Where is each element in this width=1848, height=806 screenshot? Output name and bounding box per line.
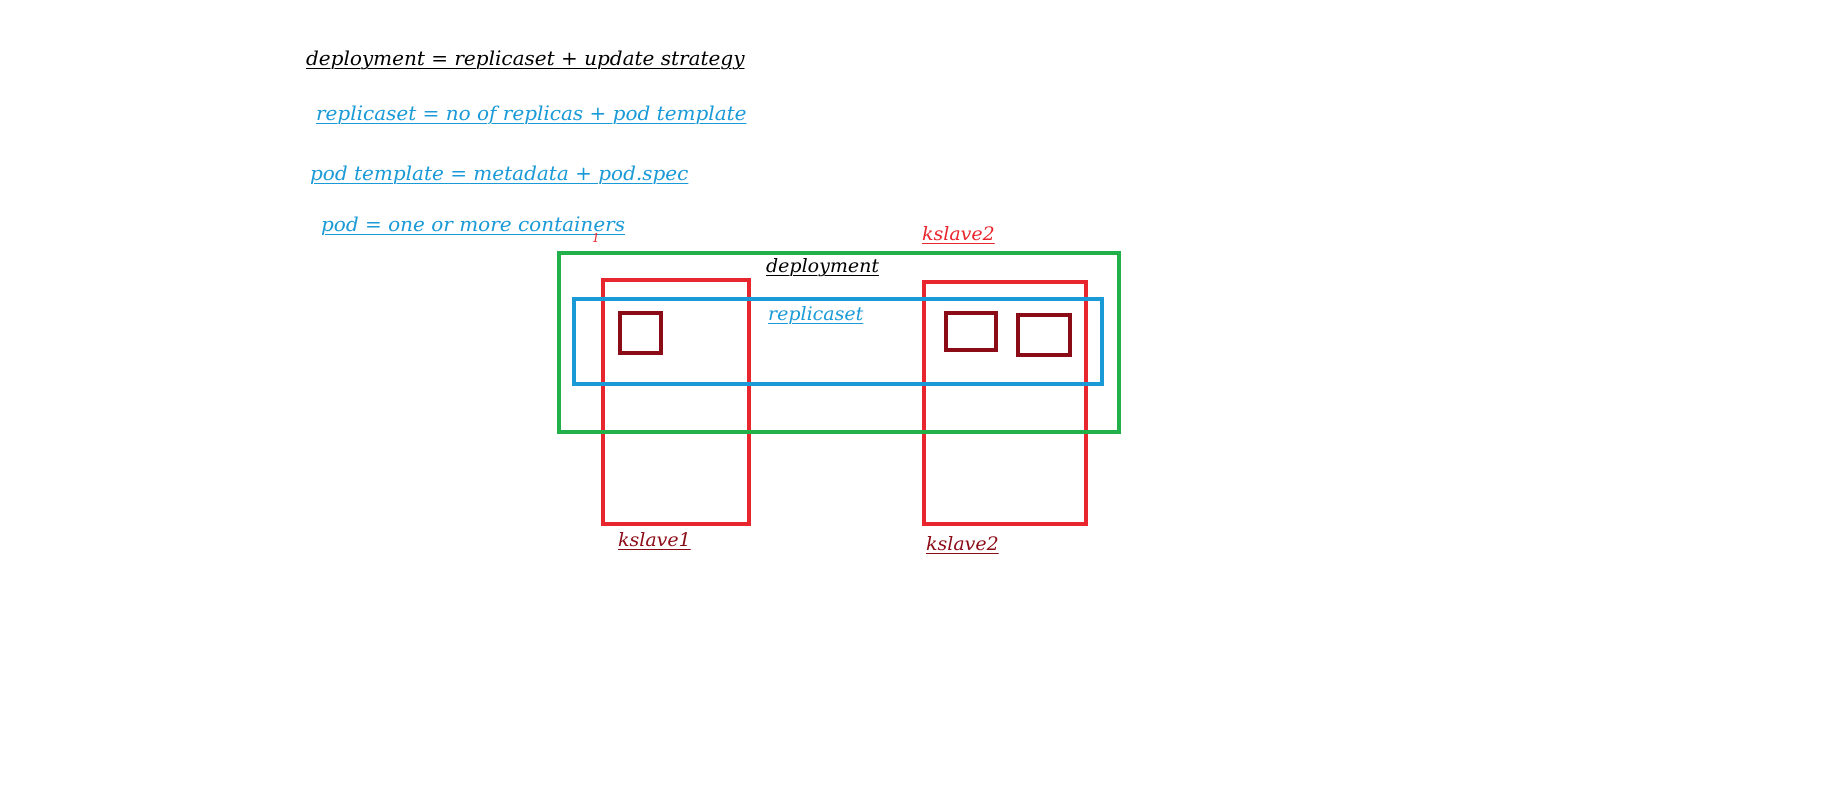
stray-mark: 1 <box>592 231 600 245</box>
pod-box-3 <box>1016 313 1072 357</box>
deployment-label: deployment <box>766 255 879 277</box>
equation-deployment: deployment = replicaset + update strateg… <box>306 46 745 70</box>
node2-label: kslave2 <box>926 533 999 555</box>
deployment-box <box>557 251 1121 434</box>
equation-pod: pod = one or more containers <box>321 212 625 236</box>
node-box-kslave2 <box>922 280 1088 526</box>
node1-label: kslave1 <box>618 529 691 551</box>
node2-top-label: kslave2 <box>922 223 995 245</box>
pod-box-1 <box>618 311 663 355</box>
node-box-kslave1 <box>601 278 751 526</box>
replicaset-box <box>572 297 1104 386</box>
equation-replicaset: replicaset = no of replicas + pod templa… <box>316 101 747 125</box>
pod-box-2 <box>944 311 998 352</box>
replicaset-label: replicaset <box>768 303 864 325</box>
equation-pod-template: pod template = metadata + pod.spec <box>310 161 689 185</box>
